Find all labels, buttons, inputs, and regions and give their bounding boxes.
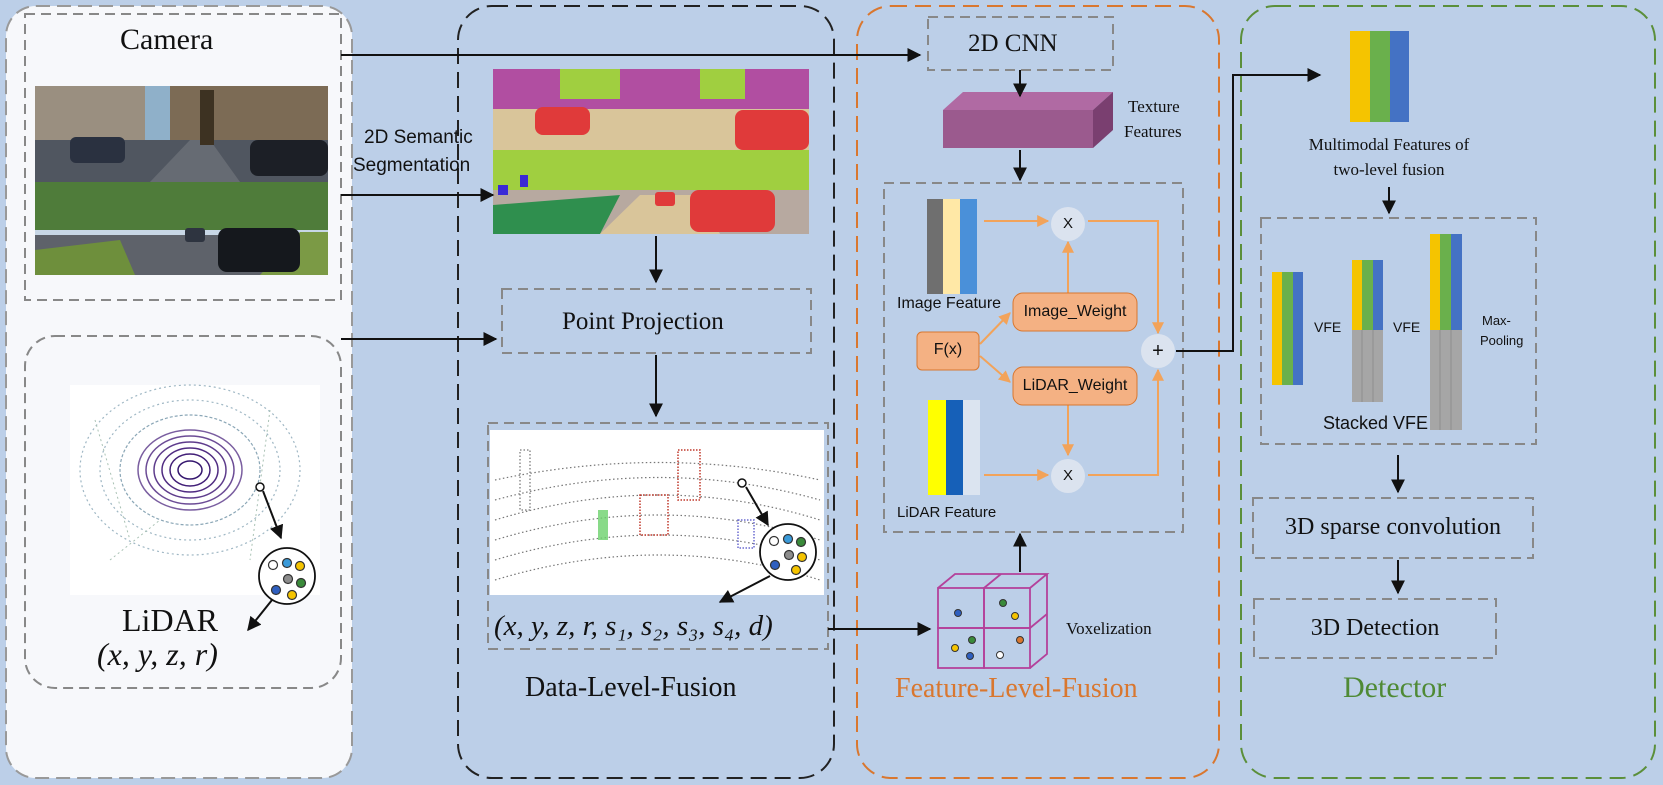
camera-image-bottom [35, 182, 328, 275]
painted-point-zoom [759, 523, 817, 581]
maxpool-label-1: Max- [1482, 313, 1511, 328]
semantic-seg-label-2: Segmentation [353, 155, 471, 176]
cnn-box [927, 16, 1114, 71]
lidar-weight-label: LiDAR_Weight [1022, 377, 1128, 394]
sum-node [1141, 334, 1175, 368]
lidar-title: LiDAR [122, 602, 218, 638]
flow-arrows [341, 48, 1405, 636]
camera-image-top [35, 86, 328, 182]
cnn-label: 2D CNN [968, 30, 1058, 57]
sparse-conv-box [1252, 497, 1534, 559]
image-feature-label: Image Feature [897, 295, 1002, 312]
image-weight-label: Image_Weight [1023, 303, 1127, 320]
multimodal-feature-bars [1350, 31, 1409, 122]
texture-label-2: Features [1124, 122, 1182, 141]
point-projection-box [501, 288, 812, 354]
painted-point [737, 478, 747, 488]
semantic-segmentation-image [493, 69, 809, 234]
painted-point-tuple: (x, y, z, r, s₁, s₂, s₃, s₄, d) [494, 610, 773, 642]
voxel-grid [937, 573, 1050, 669]
painted-point-cloud-frame [487, 422, 829, 650]
fx-label: F(x) [933, 341, 963, 358]
lidar-feature-bars [928, 400, 980, 495]
fusion-module-frame [883, 182, 1184, 533]
lidar-feature-label: LiDAR Feature [897, 504, 997, 521]
multimodal-label-1: Multimodal Features of [1308, 135, 1470, 154]
detection-box [1253, 598, 1497, 659]
image-feature-bars [927, 199, 977, 294]
lidar-point-zoom [258, 547, 316, 605]
detection-label: 3D Detection [1310, 615, 1440, 641]
data-fusion-title: Data-Level-Fusion [525, 672, 737, 703]
max-pooling-bars [1430, 234, 1462, 430]
vfe-label-1: VFE [1314, 319, 1342, 335]
lidar-weight-box [1012, 366, 1138, 406]
detector-title: Detector [1343, 671, 1447, 704]
sparse-conv-label: 3D sparse convolution [1285, 514, 1501, 540]
vfe-bars-2 [1352, 260, 1383, 402]
lidar-scan-image [70, 384, 320, 595]
detector-panel [1240, 5, 1656, 779]
maxpool-label-2: Pooling [1480, 333, 1524, 348]
sum-label: + [1152, 340, 1164, 362]
data-fusion-panel [457, 5, 835, 779]
stacked-vfe-label: Stacked VFE [1323, 413, 1429, 433]
lidar-frame [24, 335, 342, 689]
point-projection-label: Point Projection [562, 308, 724, 335]
feature-fusion-title: Feature-Level-Fusion [895, 673, 1138, 704]
feature-fusion-panel [856, 5, 1220, 779]
texture-feature-block [943, 92, 1113, 148]
lidar-multiply-node [1051, 459, 1085, 493]
camera-title: Camera [120, 23, 214, 56]
lidar-point [255, 482, 265, 492]
voxelization-label: Voxelization [1066, 619, 1152, 638]
vfe-bars-1 [1272, 272, 1303, 385]
vfe-label-2: VFE [1393, 319, 1421, 335]
fx-box [916, 331, 980, 371]
image-multiply-node [1051, 207, 1085, 241]
stacked-vfe-frame [1260, 217, 1537, 445]
image-multiply-label: X [1062, 215, 1073, 232]
camera-frame [24, 13, 342, 301]
texture-label-1: Texture [1128, 97, 1180, 116]
image-weight-box [1012, 292, 1138, 332]
semantic-seg-label-1: 2D Semantic [364, 127, 473, 148]
multimodal-label-2: two-level fusion [1333, 160, 1445, 179]
lidar-tuple: (x, y, z, r) [97, 636, 218, 672]
lidar-multiply-label: X [1062, 467, 1073, 484]
